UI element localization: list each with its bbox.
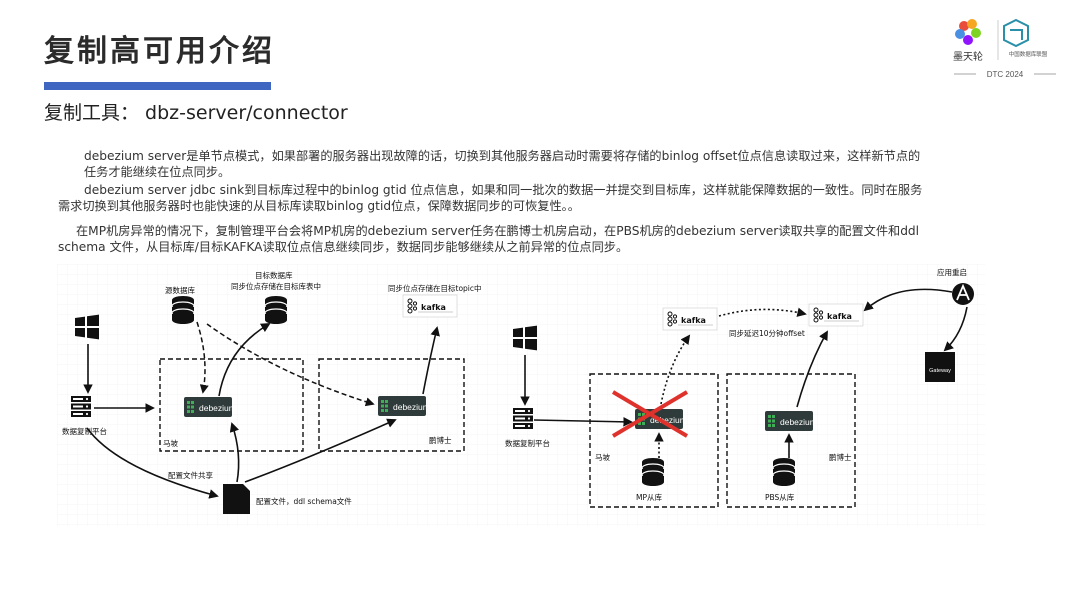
right-kafka-2-text: kafka [827,312,852,321]
right-diagram: 数据复制平台 kafka kafka 同步延迟10分钟offset 应用重启 G… [505,267,974,508]
left-room1-label: 马坡 [163,438,178,448]
left-kafka-text: kafka [421,303,446,312]
share-label: 配置文件共享 [168,470,213,480]
target-db-label-2: 同步位点存储在目标库表中 [231,281,321,291]
right-room-pengboshi-box [726,373,856,508]
left-room2-label: 鹏博士 [429,435,452,445]
room-pengboshi-box [318,358,465,452]
event-label: DTC 2024 [987,70,1024,79]
page-subtitle: 复制工具： dbz-server/connector [44,102,348,124]
source-db-icon [171,295,195,325]
architecture-diagram: 数据复制平台 源数据库 目标数据库 同步位点存储在目标库表中 kafka 同步位… [57,264,985,526]
right-server-icon [513,408,533,429]
brand-name: 墨天轮 [953,50,983,63]
page-title: 复制高可用介绍 [44,34,275,69]
gateway-icon [925,352,955,382]
title-underline [44,82,271,90]
right-room1-label: 马坡 [595,452,610,462]
right-debezium-mp-label: debezium [650,415,687,425]
server-icon [71,396,91,417]
org-name: 中国数据库联盟 [1009,50,1048,58]
right-platform-label: 数据复制平台 [505,438,550,448]
file-label: 配置文件，ddl schema文件 [256,496,352,506]
paragraph-2: debezium server jdbc sink到目标库过程中的binlog … [58,183,923,213]
right-kafka-1-text: kafka [681,316,706,325]
target-db-label-1: 目标数据库 [255,270,293,280]
pbs-db-icon [772,457,796,487]
target-db-icon [264,295,288,325]
left-kafka-label: 同步位点存储在目标topic中 [388,283,482,293]
right-room-mapo-box [589,373,719,508]
mp-db-label: MP从库 [636,492,662,502]
offset-label: 同步延迟10分钟offset [729,328,805,338]
left-debezium-1-label: debezium [199,403,236,413]
pbs-db-label: PBS从库 [765,492,795,502]
gateway-label: Gateway [929,368,951,374]
room-mapo-box [159,358,304,452]
left-platform-label: 数据复制平台 [62,426,107,436]
left-diagram: 数据复制平台 源数据库 目标数据库 同步位点存储在目标库表中 kafka 同步位… [62,270,482,514]
right-debezium-pbs-label: debezium [780,417,817,427]
motianlun-logo-icon [955,19,981,45]
paragraph-3: 在MP机房异常的情况下，复制管理平台会将MP机房的debezium server… [58,224,920,254]
paragraph-1: debezium server是单节点模式，如果部署的服务器出现故障的话，切换到… [84,149,921,179]
left-debezium-2-label: debezium [393,402,430,412]
failure-cross-icon [611,390,689,438]
restart-label: 应用重启 [937,267,967,277]
header-logos: 墨天轮 中国数据库联盟 DTC 2024 [950,16,1060,82]
file-icon [223,484,250,514]
right-room2-label: 鹏博士 [829,452,852,462]
mp-db-icon [641,457,665,487]
source-db-label: 源数据库 [165,285,195,295]
dtc-logo-icon [1003,18,1029,48]
